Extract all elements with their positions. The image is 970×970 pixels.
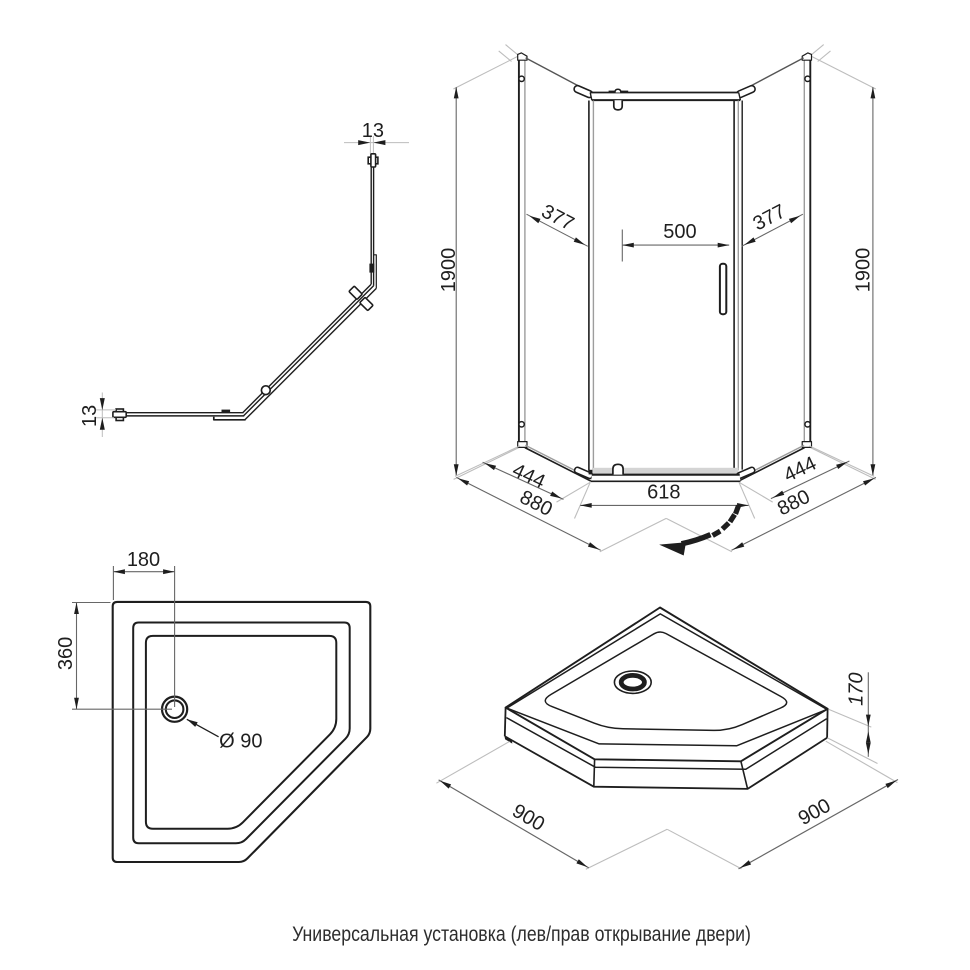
- svg-text:500: 500: [663, 221, 696, 243]
- svg-text:618: 618: [647, 481, 680, 503]
- svg-text:170: 170: [845, 673, 867, 706]
- svg-text:1900: 1900: [853, 248, 875, 293]
- svg-text:1900: 1900: [438, 248, 460, 293]
- svg-text:13: 13: [79, 405, 101, 427]
- svg-text:Универсальная установка (лев/п: Универсальная установка (лев/прав открыв…: [292, 923, 751, 947]
- svg-text:360: 360: [55, 637, 77, 670]
- svg-text:Ø 90: Ø 90: [219, 730, 262, 752]
- svg-text:180: 180: [127, 549, 160, 571]
- svg-text:13: 13: [362, 120, 384, 142]
